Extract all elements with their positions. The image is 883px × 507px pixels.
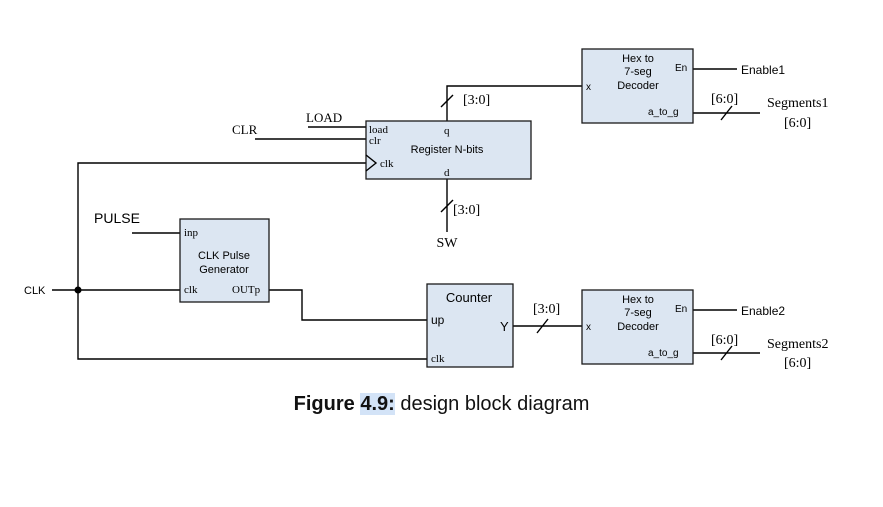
pulse-port-clk: clk — [184, 284, 198, 296]
decoder1-title-line3: Decoder — [617, 80, 659, 92]
pulse-title-line1: CLK Pulse — [198, 250, 250, 262]
segments2-label: Segments2 — [767, 337, 828, 352]
counter-title: Counter — [446, 290, 493, 305]
register-port-load: load — [369, 124, 388, 136]
counter-port-y: Y — [500, 319, 509, 334]
q-bus-wire — [446, 85, 582, 121]
signal-labels: CLR LOAD PULSE CLK SW Enable1 Enable2 Se… — [24, 63, 828, 371]
decoder1-port-out: a_to_g — [648, 107, 679, 118]
counter-bus-width: [3:0] — [533, 302, 560, 317]
block-diagram: load clr clk q d Register N-bits inp CLK… — [24, 48, 828, 371]
pulse-label: PULSE — [94, 210, 140, 226]
clk-to-counter-wire — [77, 290, 427, 360]
clk-to-register-wire — [77, 162, 366, 290]
segments1-label: Segments1 — [767, 96, 828, 111]
decoder2-body — [581, 289, 694, 365]
decoder1-port-en: En — [675, 63, 687, 74]
decoder2-port-x: x — [586, 322, 591, 333]
pulse-generator-block: inp CLK Pulse Generator clk OUTp — [179, 218, 270, 303]
bus-slashes — [440, 94, 733, 361]
caption-prefix: Figure — [293, 393, 355, 415]
clk-junction — [74, 286, 82, 294]
enable2-label: Enable2 — [741, 304, 785, 318]
register-title: Register N-bits — [411, 144, 484, 156]
bus-width-labels: [3:0] [3:0] [3:0] [6:0] [6:0] — [453, 92, 738, 348]
pulse-generator-body — [179, 218, 270, 303]
decoder1-port-x: x — [586, 82, 591, 93]
segments1-range-label: [6:0] — [784, 116, 811, 131]
load-label: LOAD — [306, 110, 342, 125]
decoder2-port-en: En — [675, 304, 687, 315]
q-bus-slash — [440, 94, 454, 108]
pulse-port-inp: inp — [184, 227, 199, 239]
counter-bus-slash — [536, 318, 549, 334]
q-bus-width: [3:0] — [463, 93, 490, 108]
segments2-range-label: [6:0] — [784, 356, 811, 371]
sw-label: SW — [437, 236, 459, 251]
register-clk-triangle — [365, 154, 378, 172]
caption-text: design block diagram — [400, 393, 590, 415]
figure-caption: Figure 4.9: design block diagram — [0, 393, 883, 416]
caption-number: 4.9: — [360, 393, 395, 415]
counter-body — [426, 283, 514, 368]
decoder2-title-line3: Decoder — [617, 321, 659, 333]
clr-label: CLR — [232, 122, 258, 137]
counter-port-clk: clk — [431, 353, 445, 365]
seg1-bus-slash — [720, 105, 733, 121]
counter-port-up: up — [431, 313, 445, 327]
enable1-label: Enable1 — [741, 63, 785, 77]
decoder2-title-line2: 7-seg — [624, 307, 652, 319]
decoder1-title-line1: Hex to — [622, 53, 654, 65]
register-port-d: d — [444, 167, 450, 179]
decoder2-block: Hex to 7-seg Decoder x En a_to_g — [581, 289, 694, 365]
register-body — [365, 120, 532, 180]
decoder1-body — [581, 48, 694, 124]
decoder2-port-out: a_to_g — [648, 348, 679, 359]
register-port-clr: clr — [369, 135, 381, 147]
decoder1-title-line2: 7-seg — [624, 66, 652, 78]
pulse-port-outp: OUTp — [232, 284, 261, 296]
sw-bus-slash — [440, 199, 454, 213]
register-port-q: q — [444, 125, 450, 137]
seg1-bus-width: [6:0] — [711, 92, 738, 107]
seg2-bus-width: [6:0] — [711, 333, 738, 348]
decoder2-title-line1: Hex to — [622, 294, 654, 306]
outp-to-up-wire — [269, 289, 427, 321]
register-port-clk: clk — [380, 158, 394, 170]
pulse-title-line2: Generator — [199, 264, 249, 276]
register-block: load clr clk q d Register N-bits — [365, 120, 532, 180]
seg2-bus-slash — [720, 345, 733, 361]
decoder1-block: Hex to 7-seg Decoder x En a_to_g — [581, 48, 694, 124]
counter-block: Counter up Y clk — [426, 283, 514, 368]
sw-bus-width: [3:0] — [453, 203, 480, 218]
clk-label: CLK — [24, 285, 46, 297]
